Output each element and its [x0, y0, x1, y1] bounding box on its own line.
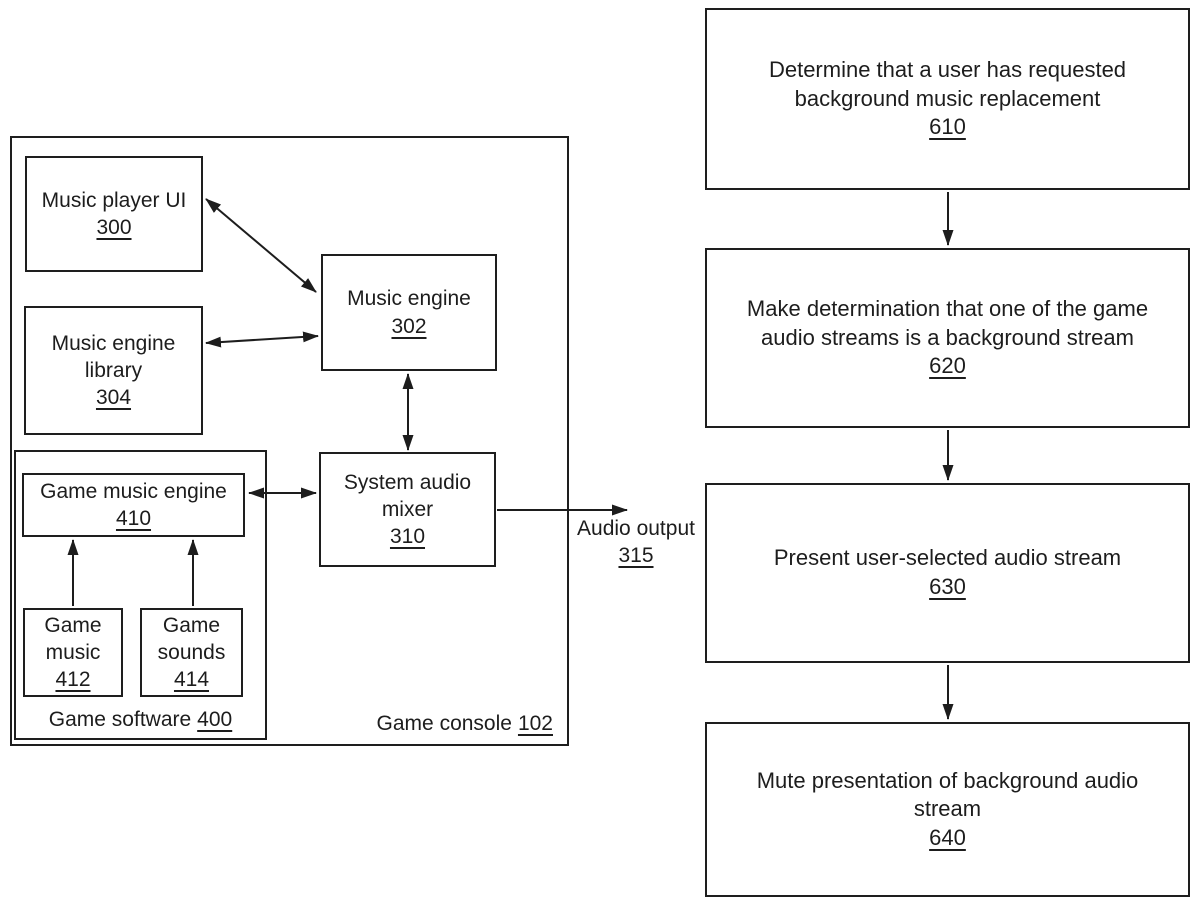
game-sounds-label-line1: Game — [162, 613, 221, 637]
flow-step-620-line1: Make determination that one of the game — [746, 296, 1149, 322]
game-music-engine-box: Game music engine 410 — [22, 473, 245, 537]
system-audio-mixer-box: System audio mixer 310 — [319, 452, 496, 567]
music-engine-box: Music engine 302 — [321, 254, 497, 371]
audio-output-label: Audio output 315 — [576, 515, 696, 570]
audio-output-label-text: Audio output — [577, 517, 695, 540]
music-player-ui-ref: 300 — [96, 216, 132, 239]
flow-step-630-ref: 630 — [929, 574, 966, 599]
game-console-label-text: Game console — [376, 712, 512, 735]
audio-output-ref: 315 — [618, 544, 654, 568]
flow-step-640-ref: 640 — [929, 824, 966, 850]
flow-step-620-ref: 620 — [929, 353, 966, 379]
music-engine-ref: 302 — [391, 314, 427, 338]
game-music-label-line1: Game — [44, 613, 102, 637]
flow-step-610-line1: Determine that a user has requested — [768, 57, 1127, 83]
system-audio-mixer-ref: 310 — [389, 525, 426, 549]
game-software-ref: 400 — [197, 708, 233, 731]
system-audio-mixer-label-line2: mixer — [381, 497, 434, 521]
flow-step-610-ref: 610 — [929, 114, 966, 140]
music-engine-library-ref: 304 — [95, 386, 132, 410]
flow-step-640-line2: stream — [913, 796, 982, 822]
flow-step-630-line1: Present user-selected audio stream — [773, 545, 1122, 571]
music-engine-label: Music engine — [347, 287, 471, 311]
flow-step-640-line1: Mute presentation of background audio — [756, 767, 1139, 793]
music-player-ui-label: Music player UI — [41, 188, 187, 212]
flow-step-620: Make determination that one of the game … — [705, 248, 1190, 428]
game-music-engine-ref: 410 — [115, 507, 152, 530]
music-engine-library-label-line1: Music engine — [51, 331, 176, 355]
flow-step-640: Mute presentation of background audio st… — [705, 722, 1190, 897]
flow-step-610-line2: background music replacement — [794, 85, 1101, 111]
music-engine-library-box: Music engine library 304 — [24, 306, 203, 435]
game-music-label-line2: music — [45, 640, 101, 664]
game-sounds-box: Game sounds 414 — [140, 608, 243, 697]
game-sounds-ref: 414 — [173, 668, 210, 692]
game-sounds-label-line2: sounds — [157, 640, 226, 664]
game-music-ref: 412 — [55, 668, 91, 692]
system-audio-mixer-label-line1: System audio — [343, 470, 472, 494]
music-player-ui-box: Music player UI 300 — [25, 156, 203, 272]
flow-step-610: Determine that a user has requested back… — [705, 8, 1190, 190]
flow-step-630: Present user-selected audio stream 630 — [705, 483, 1190, 663]
game-music-engine-label: Game music engine — [40, 479, 227, 503]
game-software-label-text: Game software — [48, 708, 192, 731]
music-engine-library-label-line2: library — [84, 358, 143, 382]
game-console-ref: 102 — [517, 712, 553, 735]
flow-step-620-line2: audio streams is a background stream — [761, 324, 1134, 350]
game-music-box: Game music 412 — [23, 608, 123, 697]
